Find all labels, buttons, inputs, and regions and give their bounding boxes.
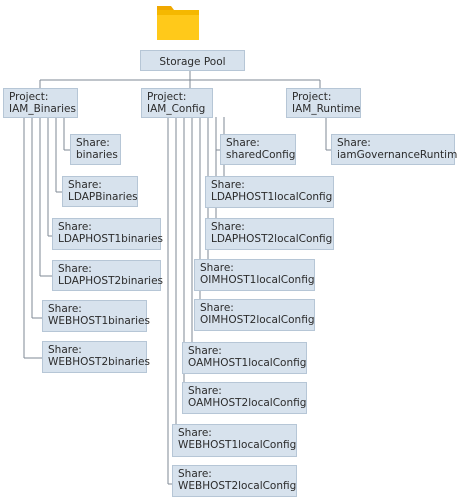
share-name: OAMHOST1localConfig [188, 357, 307, 369]
project-iam-config: Project: IAM_Config [141, 88, 213, 118]
share-ldaphost2binaries: Share: LDAPHOST2binaries [52, 260, 164, 291]
share-prefix: Share: [211, 179, 245, 191]
share-oimhost1localconfig: Share: OIMHOST1localConfig [194, 259, 315, 291]
share-oamhost1localconfig: Share: OAMHOST1localConfig [182, 342, 307, 374]
share-sharedconfig: Share: sharedConfig [220, 134, 296, 165]
share-prefix: Share: [178, 427, 212, 439]
share-prefix: Share: [211, 221, 245, 233]
share-prefix: Share: [48, 303, 82, 315]
share-prefix: Share: [48, 344, 82, 356]
project-iam-binaries: Project: IAM_Binaries [3, 88, 78, 118]
share-binaries: Share: binaries [70, 134, 121, 165]
project-iam-runtime: Project: IAM_Runtime [286, 88, 361, 118]
storage-pool-label: Storage Pool [159, 56, 226, 68]
share-name: OAMHOST2localConfig [188, 397, 307, 409]
share-prefix: Share: [188, 385, 222, 397]
project-prefix: Project: [147, 91, 187, 103]
share-name: LDAPHOST1binaries [58, 233, 164, 245]
project-prefix: Project: [292, 91, 332, 103]
share-name: LDAPHOST2localConfig [211, 233, 333, 245]
share-prefix: Share: [58, 263, 92, 275]
folder-icon [157, 6, 199, 40]
share-prefix: Share: [178, 468, 212, 480]
share-name: LDAPBinaries [68, 191, 138, 203]
share-ldaphost1localconfig: Share: LDAPHOST1localConfig [205, 176, 334, 208]
share-name: iamGovernanceRuntime [337, 149, 458, 161]
share-ldaphost2localconfig: Share: LDAPHOST2localConfig [205, 218, 334, 250]
project-name: IAM_Runtime [292, 103, 361, 115]
share-name: OIMHOST1localConfig [200, 274, 315, 286]
share-name: LDAPHOST1localConfig [211, 191, 333, 203]
share-prefix: Share: [76, 137, 110, 149]
share-name: sharedConfig [226, 149, 296, 161]
share-name: OIMHOST2localConfig [200, 314, 315, 326]
share-name: binaries [76, 149, 118, 161]
share-prefix: Share: [68, 179, 102, 191]
share-prefix: Share: [58, 221, 92, 233]
share-webhost2localconfig: Share: WEBHOST2localConfig [172, 465, 297, 497]
project-name: IAM_Binaries [9, 103, 76, 115]
share-prefix: Share: [188, 345, 222, 357]
share-name: WEBHOST1binaries [48, 315, 150, 327]
project-prefix: Project: [9, 91, 49, 103]
share-webhost2binaries: Share: WEBHOST2binaries [42, 341, 150, 373]
share-name: WEBHOST1localConfig [178, 439, 297, 451]
project-name: IAM_Config [147, 103, 206, 115]
share-name: WEBHOST2binaries [48, 356, 150, 368]
share-oamhost2localconfig: Share: OAMHOST2localConfig [182, 382, 307, 414]
share-webhost1localconfig: Share: WEBHOST1localConfig [172, 424, 297, 457]
share-prefix: Share: [200, 262, 234, 274]
share-prefix: Share: [226, 137, 260, 149]
share-webhost1binaries: Share: WEBHOST1binaries [42, 300, 150, 332]
share-iamgovernanceruntime: Share: iamGovernanceRuntime [331, 134, 458, 165]
storage-pool-node: Storage Pool [140, 50, 245, 71]
share-prefix: Share: [337, 137, 371, 149]
share-ldaphost1binaries: Share: LDAPHOST1binaries [52, 218, 164, 250]
share-ldapbinaries: Share: LDAPBinaries [62, 176, 138, 207]
share-name: LDAPHOST2binaries [58, 275, 164, 287]
share-oimhost2localconfig: Share: OIMHOST2localConfig [194, 299, 315, 331]
share-name: WEBHOST2localConfig [178, 480, 297, 492]
share-prefix: Share: [200, 302, 234, 314]
